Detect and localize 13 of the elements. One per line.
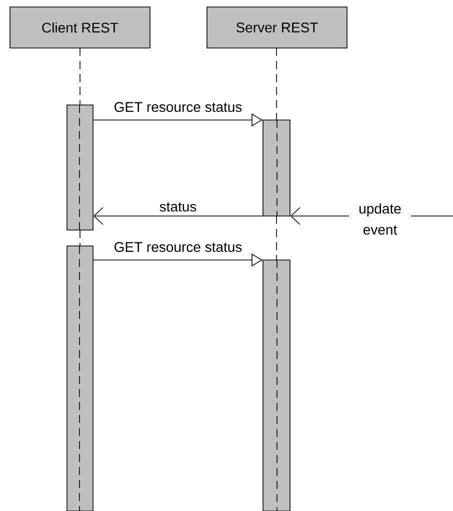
participant-box: Client REST [10,6,150,48]
activation-bar [262,260,290,511]
message-arrow [93,207,263,225]
message-label: update event [349,202,411,236]
lifeline [276,216,277,260]
participant-box: Server REST [206,6,348,48]
message-label: status [160,202,196,212]
message-label: GET resource status [114,242,242,252]
message-label: GET resource status [114,102,242,112]
activation-bar [262,120,290,216]
activation-bar [66,104,94,230]
activation-bar [66,246,94,511]
lifeline [276,48,277,120]
